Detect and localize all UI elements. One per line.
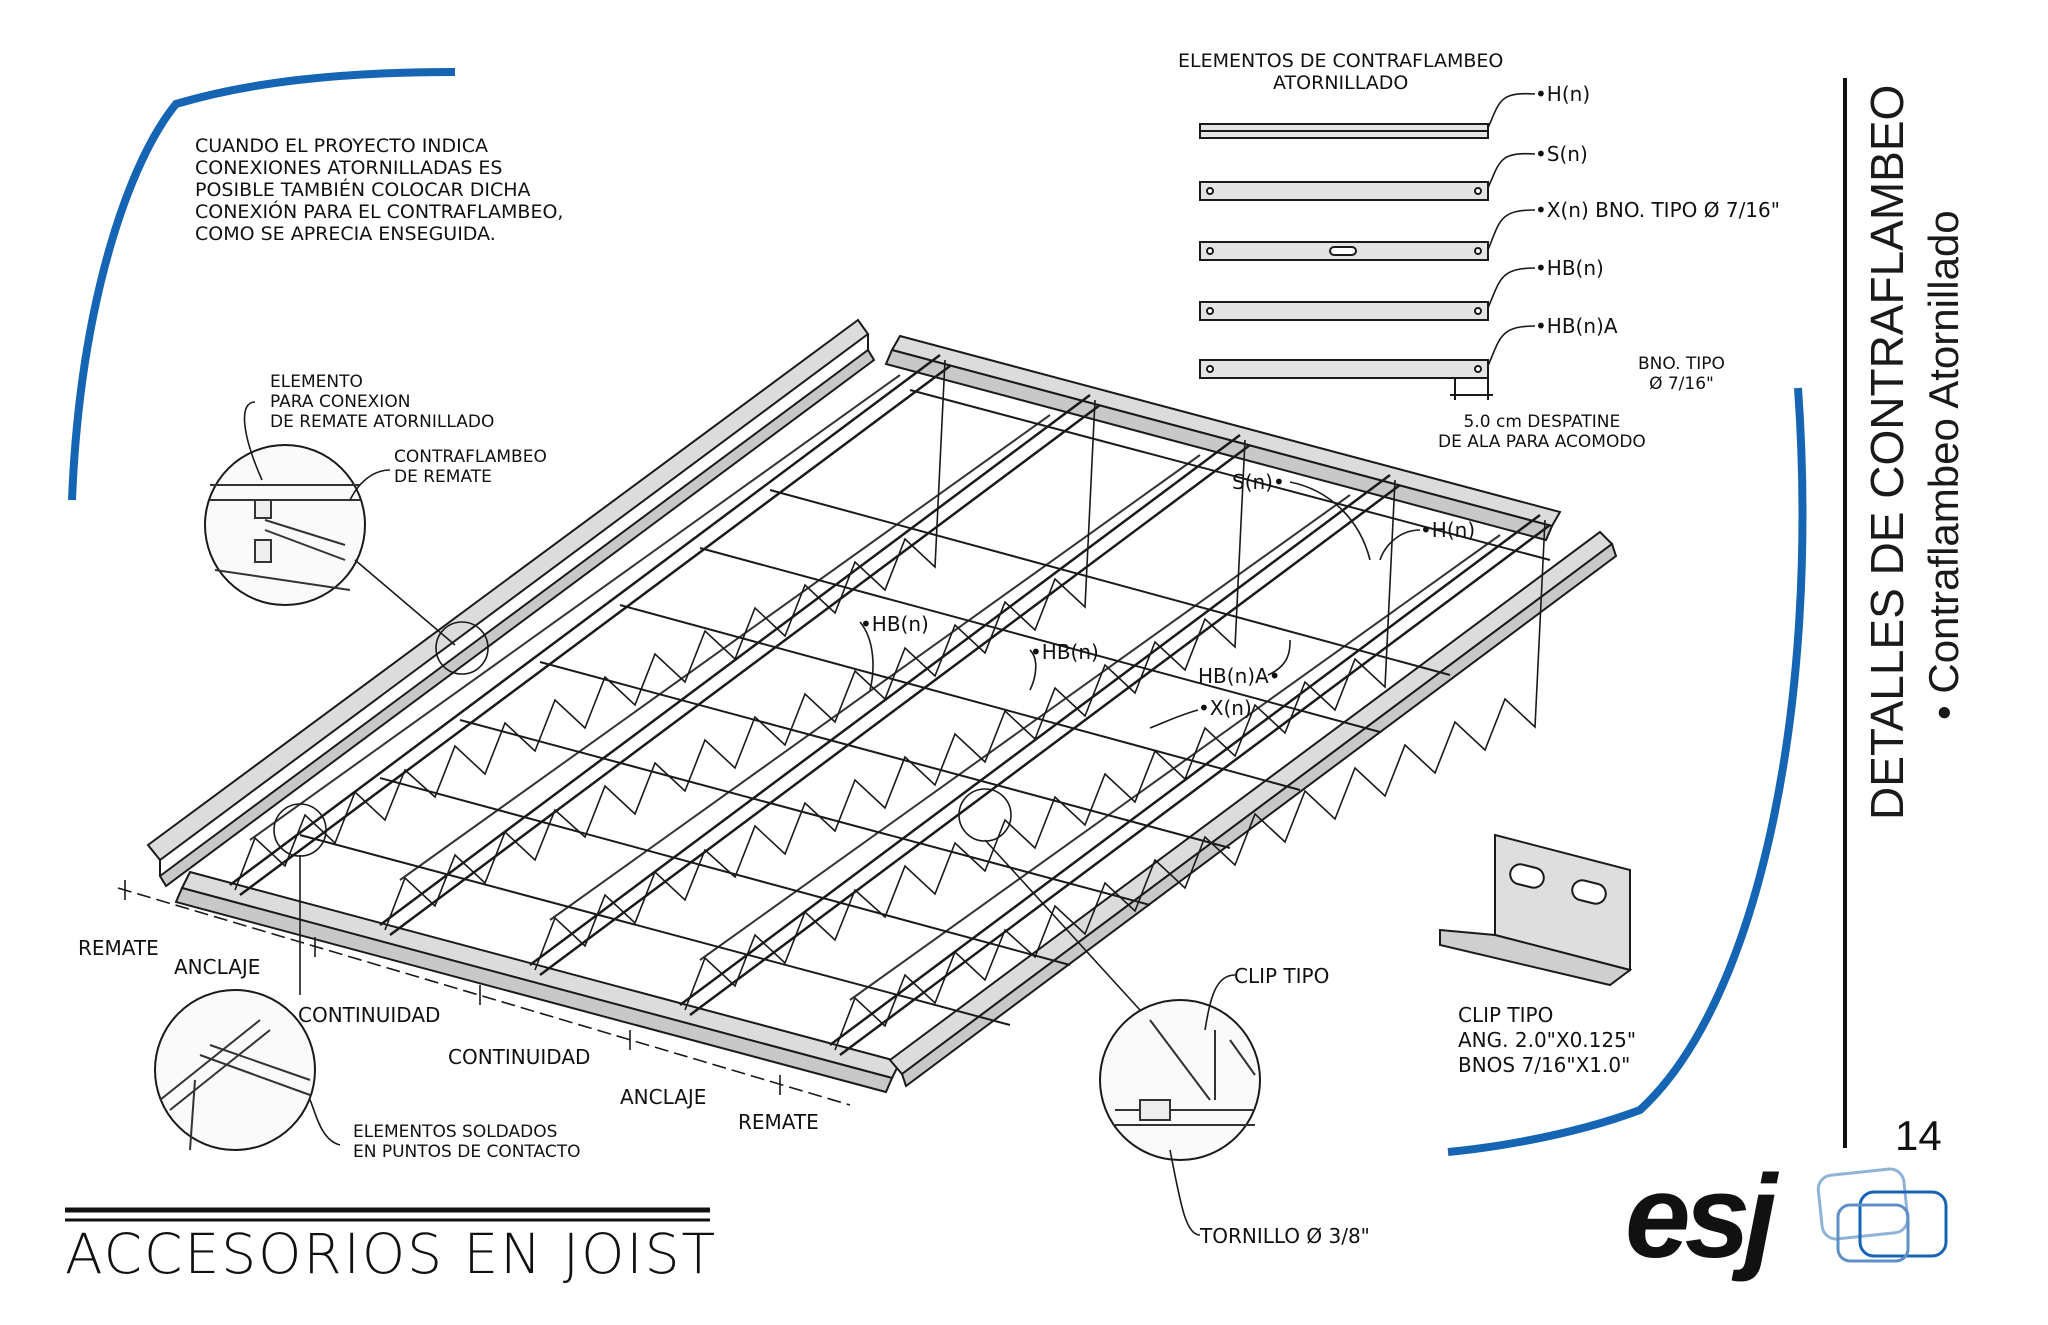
soldados-label: ELEMENTOS SOLDADOS EN PUNTOS DE CONTACTO xyxy=(353,1122,581,1162)
member-label-x: •X(n) xyxy=(1198,696,1252,720)
elements-panel-title: ELEMENTOS DE CONTRAFLAMBEO ATORNILLADO xyxy=(1178,50,1504,94)
side-title-main: DETALLES DE CONTRAFLAMBEO xyxy=(1861,84,1913,820)
zone-remate-left: REMATE xyxy=(78,936,159,960)
detail-leaders xyxy=(243,401,1236,1236)
page-number: 14 xyxy=(1895,1112,1942,1159)
clip-spec: CLIP TIPO ANG. 2.0"X0.125" BNOS 7/16"X1.… xyxy=(1458,1003,1637,1077)
member-label-s: S(n)• xyxy=(1232,470,1285,494)
element-label-hba: •HB(n)A xyxy=(1535,314,1618,338)
right-blue-arc xyxy=(1447,387,1807,1156)
zone-anclaje-right: ANCLAJE xyxy=(620,1085,707,1109)
company-logo: esj xyxy=(1625,1151,1777,1283)
element-leaders xyxy=(1487,92,1536,367)
zone-continuidad-left: CONTINUIDAD xyxy=(298,1003,441,1027)
element-label-h: •H(n) xyxy=(1535,82,1591,106)
clip-tipo-pointer-label: CLIP TIPO xyxy=(1234,964,1330,988)
intro-note: CUANDO EL PROYECTO INDICA CONEXIONES ATO… xyxy=(195,135,564,245)
member-leaders xyxy=(859,481,1421,729)
tornillo-label: TORNILLO Ø 3/8" xyxy=(1200,1224,1370,1248)
detail-contents xyxy=(159,484,1256,1151)
contraflambeo-remate-label: CONTRAFLAMBEO DE REMATE xyxy=(394,447,547,487)
element-label-x: •X(n) BNO. TIPO Ø 7/16" xyxy=(1535,198,1780,222)
elements-panel-drawing xyxy=(1199,123,1493,400)
joist-structure xyxy=(146,318,1618,1094)
member-label-h: •H(n) xyxy=(1420,518,1476,542)
element-label-hb: •HB(n) xyxy=(1535,256,1604,280)
remate-element-label: ELEMENTO PARA CONEXION DE REMATE ATORNIL… xyxy=(270,372,495,432)
page-title: ACCESORIOS EN JOIST xyxy=(65,1222,718,1286)
element-label-s: •S(n) xyxy=(1535,142,1588,166)
zone-remate-right: REMATE xyxy=(738,1110,819,1134)
despatine-note: 5.0 cm DESPATINE DE ALA PARA ACOMODO xyxy=(1438,412,1646,452)
member-label-hba: HB(n)A• xyxy=(1198,664,1281,688)
zone-dimension-line xyxy=(117,880,851,1106)
zone-continuidad-center: CONTINUIDAD xyxy=(448,1045,591,1069)
zone-anclaje-left: ANCLAJE xyxy=(174,955,261,979)
clip-angle-drawing xyxy=(1439,833,1633,987)
member-label-hb-1: •HB(n) xyxy=(860,612,929,636)
member-label-hb-2: •HB(n) xyxy=(1030,640,1099,664)
side-title-sub: • Contraflambeo Atornillado xyxy=(1920,210,1967,720)
bolt-type-note: BNO. TIPO Ø 7/16" xyxy=(1638,354,1725,394)
logo-squares xyxy=(1816,1167,1948,1263)
left-blue-arc xyxy=(68,68,456,501)
